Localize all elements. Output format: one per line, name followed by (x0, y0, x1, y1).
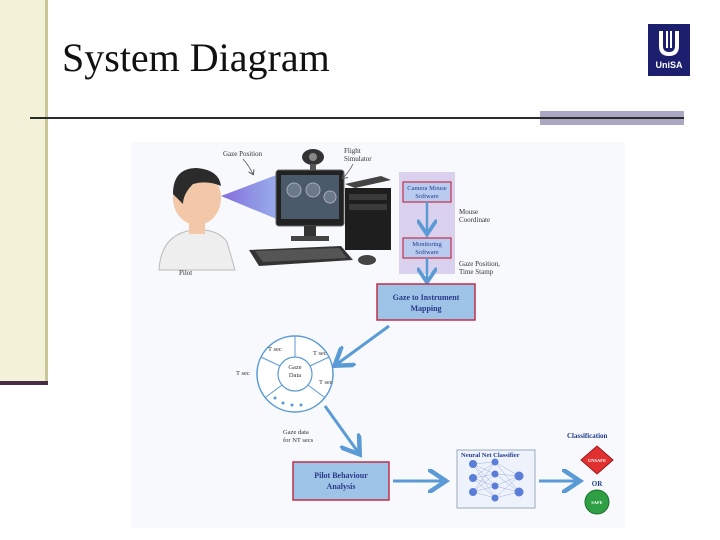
camera-mouse-software-line2: Software (415, 193, 439, 200)
keyboard-icon (249, 246, 353, 266)
gaze-data-nt-line1: Gaze data (283, 429, 309, 436)
gaze-timestamp-line1: Gaze Position, (459, 260, 500, 268)
monitoring-software-line2: Software (415, 249, 439, 256)
title-divider (30, 117, 540, 119)
pilot-behaviour-line2: Analysis (327, 482, 356, 491)
flight-simulator-label-line1: Flight (344, 147, 361, 155)
gaze-position-label: Gaze Position (223, 150, 263, 158)
neural-net-classifier-box (456, 449, 536, 509)
t-sec-top-left: T sec (268, 346, 282, 353)
left-decorative-band (0, 0, 47, 384)
pilot-label: Pilot (179, 269, 192, 277)
unsafe-label: UNSAFE (588, 458, 606, 463)
safe-indicator (584, 489, 610, 515)
t-sec-left: T sec (236, 370, 250, 377)
pilot-figure-icon (158, 168, 236, 271)
unsafe-indicator (580, 445, 614, 475)
gaze-mapping-line1: Gaze to Instrument (393, 293, 460, 302)
pilot-behaviour-line1: Pilot Behaviour (314, 471, 368, 480)
left-band-edge (45, 0, 48, 384)
gaze-data-wheel (256, 335, 334, 413)
gazedata-to-analysis-arrow (323, 405, 358, 452)
logo-text: UniSA (655, 60, 683, 70)
webcam-icon (302, 149, 324, 170)
or-label: OR (592, 480, 603, 488)
gaze-beam (221, 174, 279, 220)
safe-label: SAFE (591, 500, 603, 505)
unisa-logo: UniSA (648, 24, 690, 76)
system-diagram: Pilot Gaze Position Flight Simulator Ca (131, 142, 625, 528)
t-sec-right: T sec (319, 379, 333, 386)
gaze-data-center-line2: Data (289, 372, 301, 379)
flight-simulator-pointer (343, 163, 354, 178)
classification-label: Classification (567, 432, 608, 440)
slide-title: System Diagram (62, 35, 330, 80)
gaze-data-nt-line2: for NT secs (283, 437, 314, 444)
gaze-mapping-line2: Mapping (410, 304, 441, 313)
monitoring-software-line1: Monitoring (412, 241, 442, 248)
gaze-timestamp-line2: Time Stamp (459, 268, 494, 276)
mapping-to-gazedata-arrow (337, 324, 390, 364)
computer-tower-icon (345, 176, 391, 250)
gaze-position-pointer (242, 158, 253, 174)
camera-mouse-software-line1: Camera Mouse (407, 185, 447, 192)
unisa-logo-emblem-icon (659, 31, 679, 57)
title-divider-bar (540, 111, 684, 125)
mouse-coordinate-line2: Coordinate (459, 216, 490, 224)
pilot-behaviour-analysis-box (292, 461, 390, 501)
left-band-foot (0, 381, 48, 385)
mouse-coordinate-line1: Mouse (459, 208, 478, 216)
gaze-data-center-line1: Gaze (288, 364, 301, 371)
monitor-icon (275, 169, 345, 241)
neural-net-classifier-label: Neural Net Classifier (461, 452, 520, 459)
flight-simulator-label-line2: Simulator (344, 155, 372, 163)
system-diagram-svg: Pilot Gaze Position Flight Simulator Ca (131, 142, 625, 528)
gaze-to-instrument-mapping-box (376, 283, 476, 321)
mouse-icon (358, 255, 376, 265)
t-sec-top-right: T sec (313, 350, 327, 357)
